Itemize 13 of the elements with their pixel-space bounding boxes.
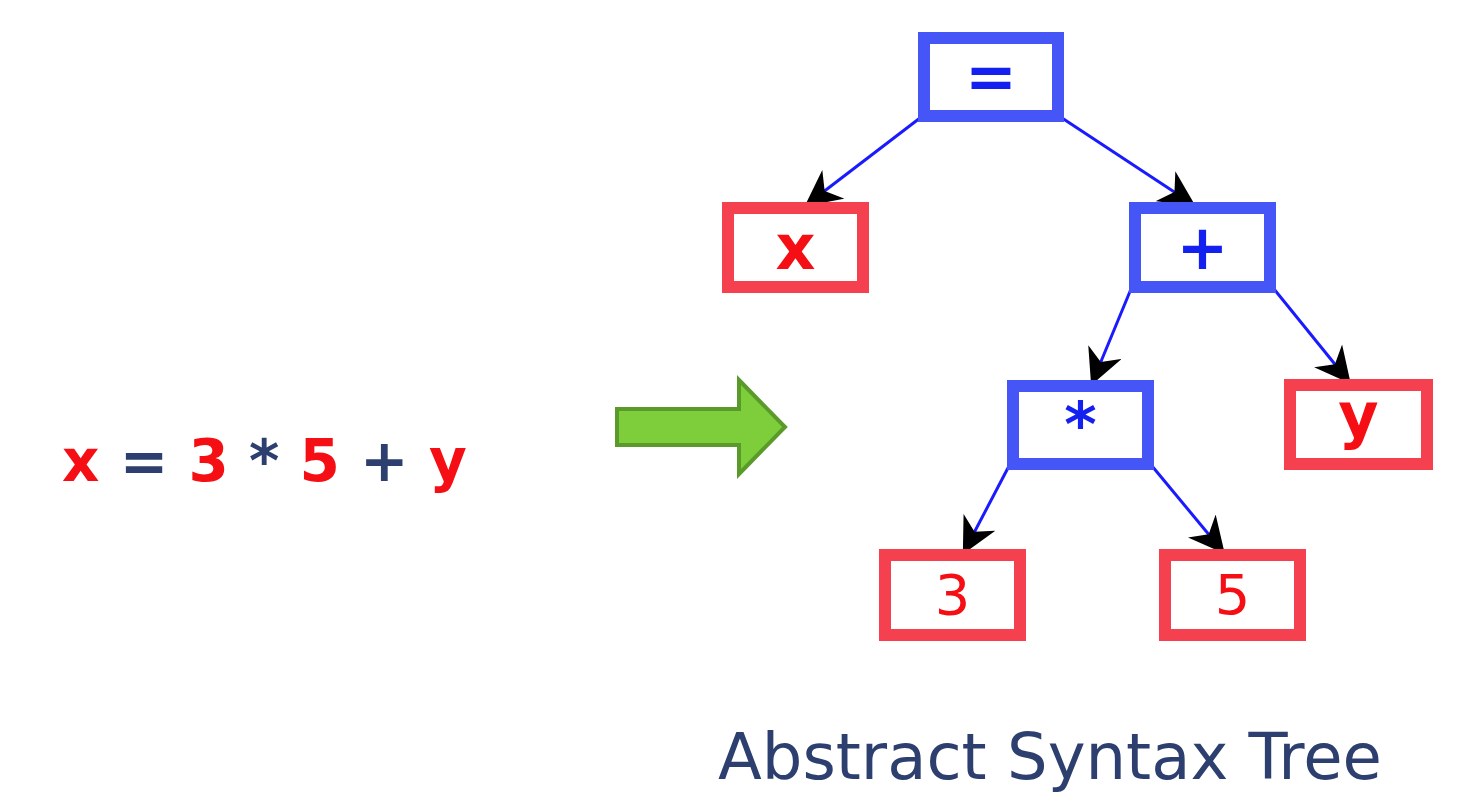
operand-text: 3 xyxy=(934,567,971,623)
operand-text: 5 xyxy=(1214,567,1251,623)
operator-box xyxy=(1129,202,1276,293)
operand-box xyxy=(1159,549,1306,641)
operand-box xyxy=(722,202,869,293)
operand-box xyxy=(1284,379,1433,470)
operator-box xyxy=(918,32,1064,122)
operator-box xyxy=(1007,380,1154,470)
operator-text: + xyxy=(1176,216,1229,279)
operand-box xyxy=(879,549,1026,641)
operator-text: * xyxy=(1064,394,1097,456)
operand-text: x xyxy=(775,216,816,279)
operator-text: = xyxy=(965,46,1017,108)
